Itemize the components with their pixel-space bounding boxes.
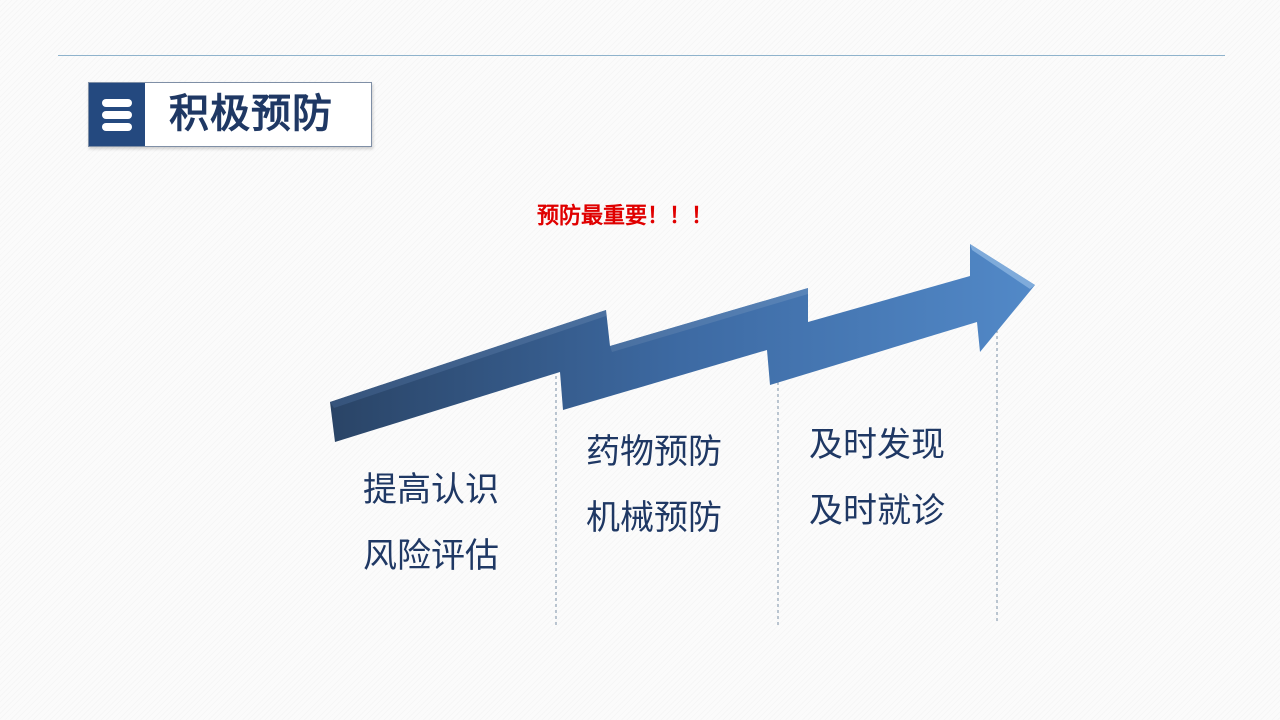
- page-title: 积极预防: [169, 91, 333, 137]
- menu-lines-icon: [89, 83, 145, 146]
- arrow-body: [330, 244, 1035, 442]
- top-divider-line: [58, 55, 1225, 56]
- arrow-top-bevel-2: [610, 288, 808, 352]
- step-2-line-1: 药物预防: [586, 432, 722, 472]
- step-3-line-2: 及时就诊: [809, 491, 945, 531]
- arrow-top-bevel: [330, 310, 606, 408]
- step-3-text: 及时发现 及时就诊: [809, 425, 945, 531]
- step-1-line-2: 风险评估: [363, 536, 499, 576]
- step-2-text: 药物预防 机械预防: [586, 432, 722, 538]
- slogan-text: 预防最重要！！！: [537, 204, 714, 229]
- step-1-text: 提高认识 风险评估: [363, 470, 499, 576]
- step-1-line-1: 提高认识: [363, 470, 499, 510]
- step-2-line-2: 机械预防: [586, 498, 722, 538]
- section-header: 积极预防: [88, 82, 372, 147]
- arrow-head-bevel: [970, 244, 1035, 289]
- step-3-line-1: 及时发现: [809, 425, 945, 465]
